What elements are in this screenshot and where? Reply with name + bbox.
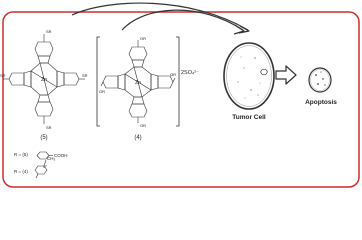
metal-label-5: Zn	[41, 77, 47, 83]
phthalocyanine-structure-5	[3, 34, 85, 124]
legend-r-5: R = (5)	[14, 152, 28, 157]
substituent-or-right-4: OR	[170, 72, 176, 77]
red-frame-border	[2, 11, 360, 188]
legend-r-4: R = (4)	[14, 169, 28, 174]
pyridinium-icon	[34, 159, 48, 179]
diagram-svg: Zn SR SR SR SR (5) R = (5) COOH R = (4) …	[0, 2, 360, 188]
right-outline-arrow-icon	[275, 65, 297, 85]
compound-label-5: (5)	[40, 135, 47, 141]
bracket-left	[96, 36, 100, 127]
substituent-sr-top-5: SR	[46, 29, 52, 34]
substituent-or-bottom-4: OR	[140, 123, 146, 128]
curved-arrow-icon-2	[121, 9, 245, 35]
benzoic-acid-icon	[36, 151, 53, 160]
legend-n-plus: N⁺	[43, 165, 48, 169]
apoptotic-cell-icon	[308, 67, 332, 93]
substituent-sr-left-5: SR	[0, 73, 6, 78]
substituent-sr-bottom-5: SR	[46, 125, 52, 130]
tumor-cell-icon	[223, 42, 275, 110]
phthalocyanine-structure-4	[100, 40, 176, 123]
counterion-label: 2SO₄²⁻	[181, 70, 199, 76]
legend-ch3: CH₃	[47, 156, 55, 161]
curved-arrow-icon	[71, 2, 250, 34]
apoptosis-label: Apoptosis	[305, 99, 337, 106]
compound-label-4: (4)	[134, 135, 141, 141]
diagram-canvas: Zn SR SR SR SR (5) R = (5) COOH R = (4) …	[0, 2, 360, 188]
tumor-cell-label: Tumor Cell	[232, 114, 266, 121]
metal-label-4: Zn	[135, 80, 141, 86]
bracket-right	[176, 36, 180, 127]
substituent-or-top-4: OR	[140, 36, 146, 41]
substituent-or-left-4: OR	[99, 89, 105, 94]
substituent-sr-right-5: SR	[82, 73, 88, 78]
legend-cooh: COOH	[54, 153, 68, 158]
